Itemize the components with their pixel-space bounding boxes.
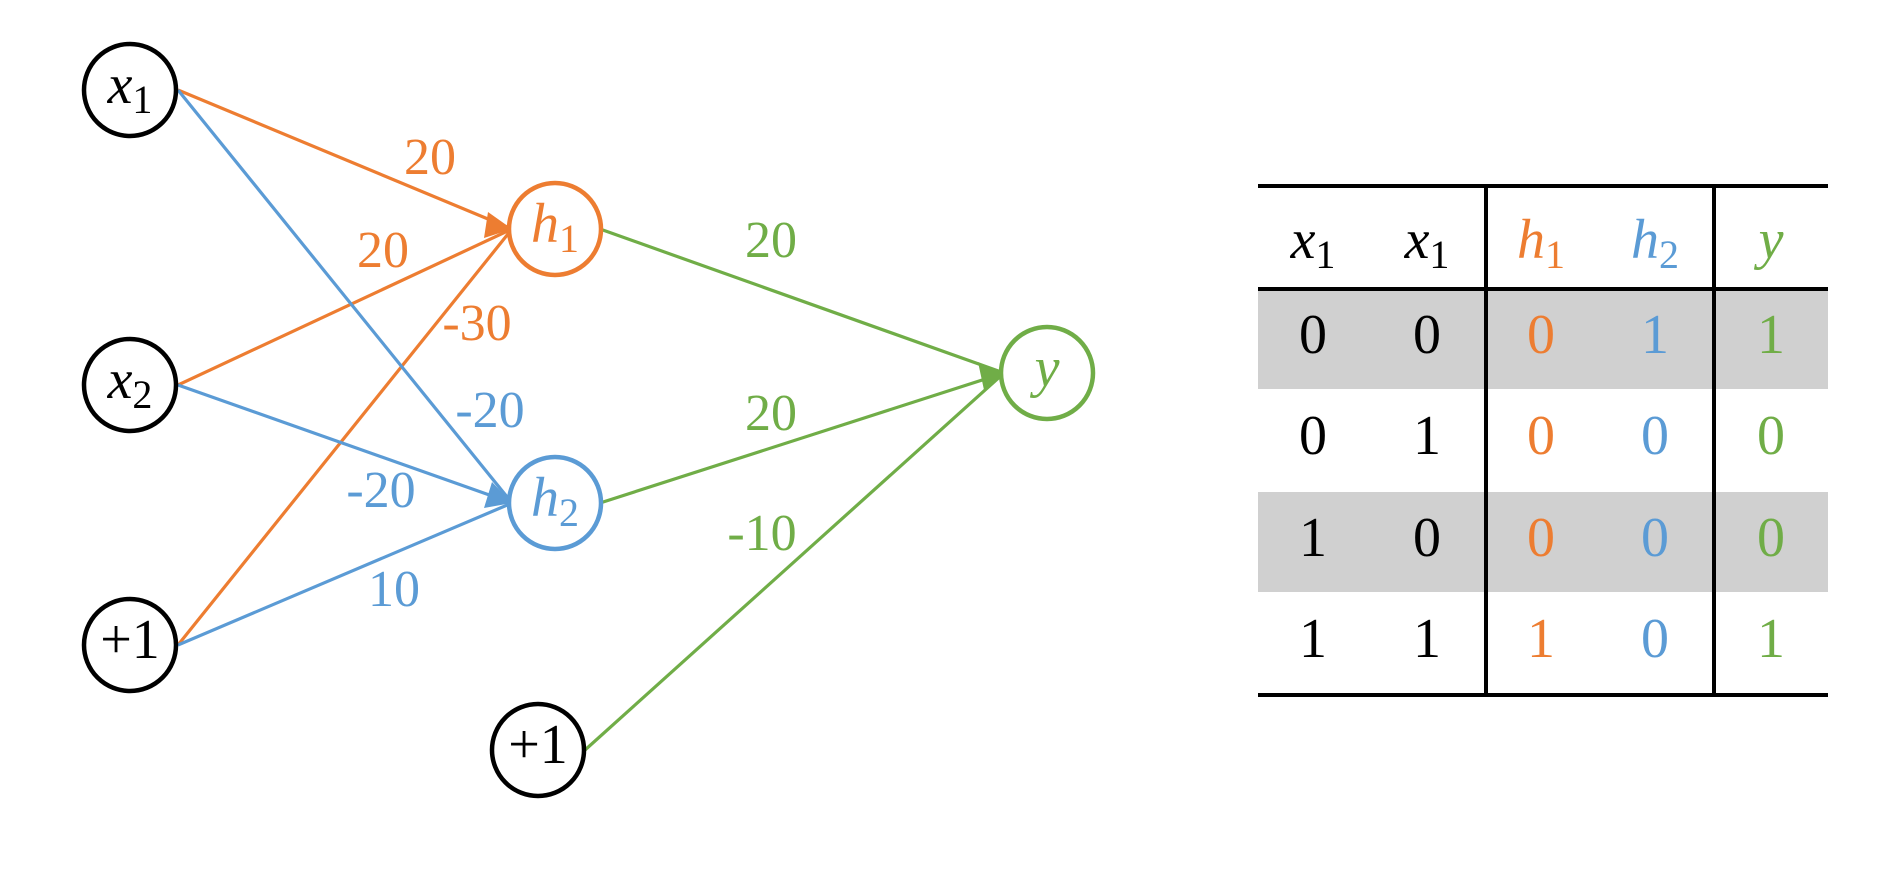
table-header-2-var: x (1404, 209, 1430, 271)
table-header-4-var: h (1631, 209, 1659, 271)
table-header-1-var: x (1290, 209, 1316, 271)
table-cell-r3-x1: 1 (1299, 507, 1327, 569)
table-cell-r4-x2: 1 (1413, 608, 1441, 670)
edge-bias2-y (583, 371, 1006, 752)
table-cell-r2-h2: 0 (1641, 405, 1669, 467)
table-header-4-sub: 2 (1659, 232, 1679, 277)
table-header-1-sub: 1 (1315, 232, 1335, 277)
weight-h1-y: 20 (745, 212, 797, 269)
node-bias1-label: +1 (100, 609, 160, 671)
node-h2-var: h (531, 467, 559, 529)
weight-h2-y: 20 (745, 385, 797, 442)
node-x1: x1 (81, 41, 179, 139)
node-h1-label: h1 (531, 193, 579, 261)
edge-bias1-h1 (176, 227, 514, 647)
weight-x2-h2: -20 (346, 462, 415, 519)
weight-bias1-h1: -30 (442, 295, 511, 352)
table-cell-r3-h2: 0 (1641, 507, 1669, 569)
edges (176, 88, 1006, 752)
node-x2: x2 (81, 336, 179, 434)
node-x2-sub: 2 (132, 372, 152, 417)
table-cell-r3-h1: 0 (1527, 507, 1555, 569)
edge-h2-y (599, 371, 1005, 505)
edge-bias1-h2 (177, 501, 513, 647)
table-header-3-sub: 1 (1545, 232, 1565, 277)
weight-bias2-y: -10 (727, 505, 796, 562)
table-cell-r3-x2: 0 (1413, 507, 1441, 569)
node-x1-var: x (107, 54, 133, 116)
node-h2-label: h2 (531, 467, 579, 535)
edge-x2-h2 (177, 383, 513, 505)
table-header-3: h1 (1517, 209, 1565, 277)
node-y-label: y (1030, 337, 1060, 399)
table-row: 0 0 0 1 1 (1299, 304, 1785, 366)
edge-h1-y (599, 227, 1005, 375)
node-x1-sub: 1 (132, 77, 152, 122)
arrowhead-y (978, 362, 1004, 390)
node-x2-label: x2 (107, 349, 153, 417)
node-h1-var: h (531, 193, 559, 255)
table-cell-r2-x1: 0 (1299, 405, 1327, 467)
table-cell-r2-x2: 1 (1413, 405, 1441, 467)
table-header-3-var: h (1517, 209, 1545, 271)
node-y-var: y (1030, 337, 1060, 399)
table-cell-r1-x2: 0 (1413, 304, 1441, 366)
table-cell-r1-x1: 0 (1299, 304, 1327, 366)
weight-x2-h1: 20 (357, 222, 409, 279)
node-x2-var: x (107, 349, 133, 411)
node-bias1: +1 (81, 596, 179, 694)
table-row-shade-1 (1258, 289, 1828, 389)
table-cell-r2-y: 0 (1757, 405, 1785, 467)
table-cell-r1-y: 1 (1757, 304, 1785, 366)
table-cell-r3-y: 0 (1757, 507, 1785, 569)
table-cell-r4-y: 1 (1757, 608, 1785, 670)
table-row-shade-3 (1258, 492, 1828, 592)
table-row: 0 1 0 0 0 (1299, 405, 1785, 467)
truth-table: x1 x1 h1 h2 y 0 0 0 1 1 0 1 0 0 0 1 0 0 … (1258, 184, 1828, 697)
table-header-4: h2 (1631, 209, 1679, 277)
table-header-1: x1 (1290, 209, 1336, 277)
node-h1: h1 (506, 180, 604, 278)
table-row: 1 1 1 0 1 (1299, 608, 1785, 670)
edge-x2-h1 (177, 227, 513, 387)
node-h2: h2 (506, 454, 604, 552)
table-header-5: y (1754, 209, 1784, 271)
node-bias2: +1 (489, 701, 587, 799)
arrowhead-h1 (484, 212, 512, 238)
weight-x1-h2: -20 (455, 382, 524, 439)
edge-x1-h2 (176, 88, 514, 505)
table-cell-r4-x1: 1 (1299, 608, 1327, 670)
table-row: 1 0 0 0 0 (1299, 507, 1785, 569)
table-header-row: x1 x1 h1 h2 y (1290, 209, 1784, 277)
table-cell-r1-h2: 1 (1641, 304, 1669, 366)
node-h1-sub: 1 (559, 216, 579, 261)
weight-x1-h1: 20 (404, 129, 456, 186)
table-cell-r4-h2: 0 (1641, 608, 1669, 670)
nodes: x1 x2 +1 h1 h2 +1 y (81, 41, 1096, 799)
edge-x1-h1 (177, 88, 513, 231)
weight-labels: 20 20 -30 -20 -20 10 20 20 -10 (346, 129, 797, 618)
table-header-5-var: y (1754, 209, 1784, 271)
weight-bias1-h2: 10 (368, 561, 420, 618)
node-x1-label: x1 (107, 54, 153, 122)
table-cell-r2-h1: 0 (1527, 405, 1555, 467)
table-header-2-sub: 1 (1429, 232, 1449, 277)
table-header-2: x1 (1404, 209, 1450, 277)
node-y: y (998, 324, 1096, 422)
table-cell-r1-h1: 0 (1527, 304, 1555, 366)
arrowhead-h2 (484, 482, 512, 508)
node-h2-sub: 2 (559, 490, 579, 535)
node-bias2-label: +1 (508, 714, 568, 776)
table-cell-r4-h1: 1 (1527, 608, 1555, 670)
